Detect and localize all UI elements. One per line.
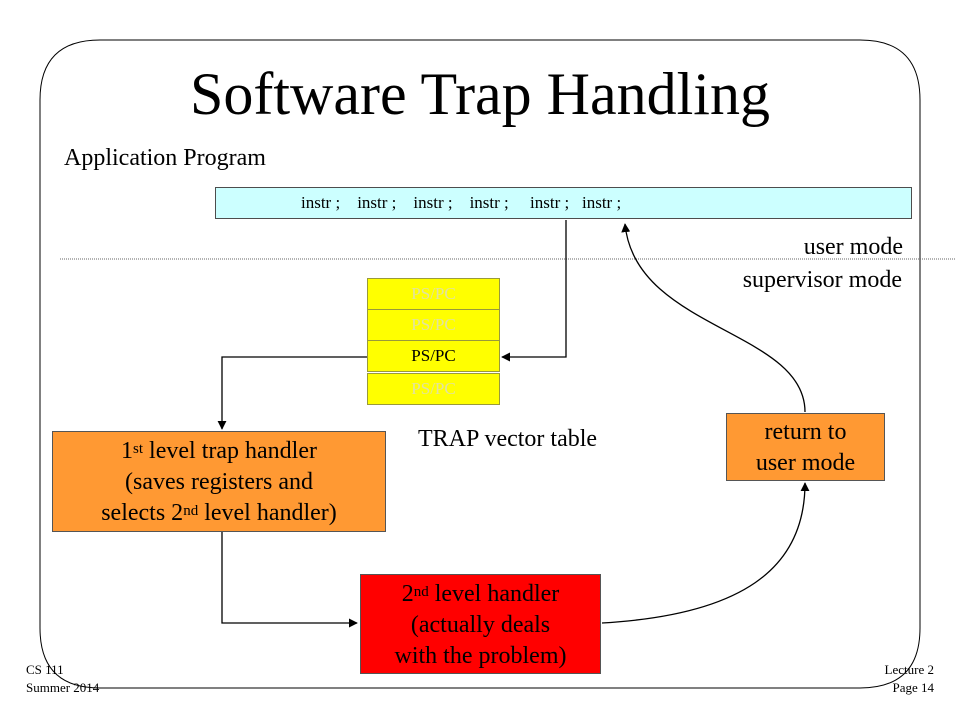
second-handler-line2: (actually deals xyxy=(410,612,551,638)
first-level-handler-box: 1st level trap handler (saves registers … xyxy=(52,431,386,532)
first-handler-line3: selects 2nd level handler) xyxy=(101,500,337,526)
vector-entry: PS/PC xyxy=(367,373,500,405)
vector-entry-active: PS/PC xyxy=(367,340,500,372)
return-to-user-mode-box: return to user mode xyxy=(726,413,885,481)
vector-entry: PS/PC xyxy=(367,278,500,310)
footer-term: Summer 2014 xyxy=(26,680,100,695)
supervisor-mode-label: supervisor mode xyxy=(742,267,902,293)
footer-course-info: CS 111 Summer 2014 xyxy=(26,661,99,697)
return-to-user-arrow xyxy=(621,223,806,413)
first-handler-line1: 1st level trap handler xyxy=(121,438,317,464)
instruction-bar: instr ; instr ; instr ; instr ; instr ; … xyxy=(215,187,912,219)
second-handler-line1: 2nd level handler xyxy=(401,581,560,607)
footer-page: Page 14 xyxy=(892,680,934,695)
slide-title: Software Trap Handling xyxy=(190,61,770,127)
first-handler-line2: (saves registers and xyxy=(125,469,313,495)
vector-to-first-arrow xyxy=(217,356,367,430)
trap-vector-table-label: TRAP vector table xyxy=(418,426,598,452)
first-to-second-arrow xyxy=(221,532,358,628)
application-program-label: Application Program xyxy=(64,145,266,171)
user-mode-label: user mode xyxy=(803,234,903,260)
return-box-line2: user mode xyxy=(755,450,856,476)
second-handler-line3: with the problem) xyxy=(394,643,567,669)
vector-entry: PS/PC xyxy=(367,309,500,341)
frame-border xyxy=(39,39,921,689)
return-box-line1: return to xyxy=(764,419,847,445)
instruction-text: instr ; instr ; instr ; instr ; instr ; … xyxy=(301,193,622,212)
footer-lecture-info: Lecture 2 Page 14 xyxy=(885,661,934,697)
second-level-handler-box: 2nd level handler (actually deals with t… xyxy=(360,574,601,674)
footer-lecture: Lecture 2 xyxy=(884,662,934,677)
second-to-return-arrow xyxy=(601,482,810,624)
trap-arrow xyxy=(501,220,567,362)
footer-course: CS 111 xyxy=(26,662,64,677)
